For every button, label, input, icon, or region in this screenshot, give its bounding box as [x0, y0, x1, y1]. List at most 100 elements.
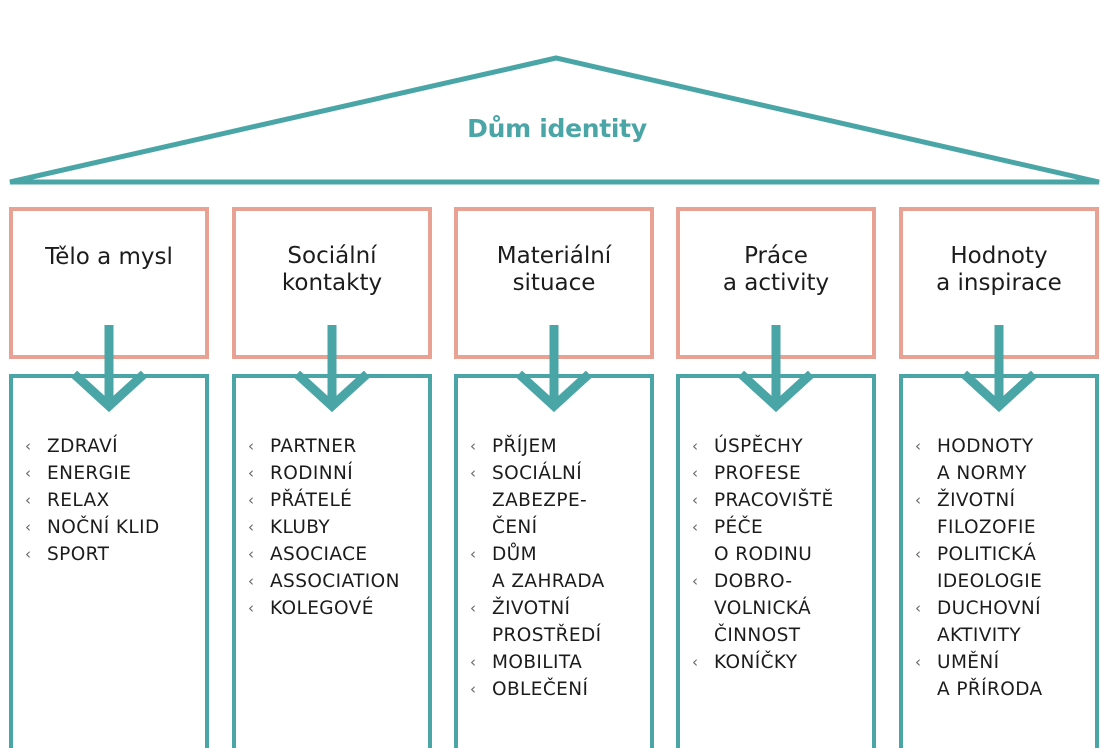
list-item-text: ÚSPĚCHY	[714, 436, 804, 457]
list-item-text: PROFESE	[714, 463, 802, 484]
list-item-text: ASSOCIATION	[270, 571, 400, 592]
pillar-heading-line: Tělo a mysl	[45, 244, 173, 270]
list-item-text: SPORT	[47, 544, 110, 565]
list-item: ‹ ŽIVOTNÍ PROSTŘEDÍ	[470, 595, 605, 649]
item-list: ‹ÚSPĚCHY‹PROFESE‹PRACOVIŠTĚ‹PÉČE O RODIN…	[692, 433, 834, 676]
list-item: ‹ DŮM A ZAHRADA	[470, 541, 605, 595]
list-item: ‹MOBILITA	[470, 649, 605, 676]
item-list: ‹PARTNER‹RODINNÍ‹PŘÁTELÉ‹KLUBY‹ASOCIACE‹…	[248, 433, 400, 622]
list-item-text: KOLEGOVÉ	[270, 598, 374, 619]
pillar-heading-line: situace	[512, 270, 596, 296]
pillar-heading-line: Sociální	[287, 243, 377, 269]
bullet-chevron-icon: ‹	[692, 572, 699, 590]
list-item: ‹ENERGIE	[25, 460, 160, 487]
list-item: ‹ DOBRO- VOLNICKÁ ČINNOST	[692, 568, 834, 649]
bullet-chevron-icon: ‹	[692, 437, 699, 455]
bullet-chevron-icon: ‹	[470, 680, 477, 698]
list-item-text: PŘÁTELÉ	[270, 490, 353, 511]
bullet-chevron-icon: ‹	[25, 545, 32, 563]
pillar-items-box	[899, 374, 1099, 748]
bullet-chevron-icon: ‹	[470, 545, 477, 563]
list-item-text: DŮM A ZAHRADA	[492, 544, 605, 592]
bullet-chevron-icon: ‹	[470, 437, 477, 455]
pillar-items-box	[454, 374, 654, 748]
list-item: ‹NOČNÍ KLID	[25, 514, 160, 541]
bullet-chevron-icon: ‹	[25, 518, 32, 536]
list-item-text: KLUBY	[270, 517, 331, 538]
list-item-text: DUCHOVNÍ AKTIVITY	[937, 598, 1042, 646]
pillar-heading-line: kontakty	[281, 270, 383, 296]
list-item: ‹PROFESE	[692, 460, 834, 487]
list-item: ‹ PŘÁTELÉ	[248, 487, 400, 514]
pillar-heading-line: Materiální	[496, 243, 612, 269]
list-item-text: SOCIÁLNÍ ZABEZPE- ČENÍ	[492, 463, 588, 538]
bullet-chevron-icon: ‹	[25, 491, 32, 509]
pillar-items-box	[676, 374, 876, 748]
list-item-text: ŽIVOTNÍ PROSTŘEDÍ	[492, 598, 602, 646]
list-item: ‹ SOCIÁLNÍ ZABEZPE- ČENÍ	[470, 460, 605, 541]
roof	[9, 55, 1100, 185]
pillar-heading-line: a inspirace	[936, 270, 1062, 296]
list-item: ‹ ZDRAVÍ	[25, 433, 160, 460]
bullet-chevron-icon: ‹	[915, 545, 922, 563]
list-item-text: POLITICKÁ IDEOLOGIE	[937, 544, 1043, 592]
list-item: ‹PRACOVIŠTĚ	[692, 487, 834, 514]
pillar-heading-line: Hodnoty	[950, 243, 1048, 269]
item-list: ‹ZDRAVÍ‹ENERGIE‹RELAX‹NOČNÍ KLID‹SPORT	[25, 433, 160, 568]
bullet-chevron-icon: ‹	[470, 599, 477, 617]
list-item-text: MOBILITA	[492, 652, 583, 673]
list-item: ‹ SPORT	[25, 541, 160, 568]
bullet-chevron-icon: ‹	[692, 518, 699, 536]
list-item: ‹PARTNER	[248, 433, 400, 460]
bullet-chevron-icon: ‹	[692, 653, 699, 671]
list-item: ‹ PŘÍJEM	[470, 433, 605, 460]
down-arrow-icon	[515, 325, 593, 413]
list-item-text: PRACOVIŠTĚ	[714, 490, 834, 511]
bullet-chevron-icon: ‹	[25, 437, 32, 455]
bullet-chevron-icon: ‹	[248, 491, 255, 509]
bullet-chevron-icon: ‹	[248, 599, 255, 617]
down-arrow-icon	[293, 325, 371, 413]
list-item: ‹ KONÍČKY	[692, 649, 834, 676]
down-arrow-icon	[70, 325, 148, 413]
bullet-chevron-icon: ‹	[248, 518, 255, 536]
bullet-chevron-icon: ‹	[470, 464, 477, 482]
list-item-text: ASOCIACE	[270, 544, 368, 565]
list-item-text: ENERGIE	[47, 463, 132, 484]
down-arrow-icon	[960, 325, 1038, 413]
list-item: ‹ KLUBY	[248, 514, 400, 541]
item-list: ‹ PŘÍJEM ‹ SOCIÁLNÍ ZABEZPE- ČENÍ ‹ DŮM A ZAH…	[470, 433, 605, 703]
pillar-heading-line: a activity	[722, 270, 830, 296]
pillar: Tělo a mysl‹ZDRAVÍ‹ENERGIE‹RELAX‹NOČNÍ K…	[9, 207, 209, 748]
bullet-chevron-icon: ‹	[248, 545, 255, 563]
pillar-heading-line: Práce	[744, 243, 808, 269]
list-item-text: UMĚNÍ A PŘÍRODA	[937, 652, 1043, 700]
list-item: ‹ POLITICKÁ IDEOLOGIE	[915, 541, 1043, 595]
list-item-text: ZDRAVÍ	[47, 436, 119, 457]
bullet-chevron-icon: ‹	[248, 437, 255, 455]
list-item: ‹ŽIVOTNÍ FILOZOFIE	[915, 487, 1043, 541]
list-item: ‹ ASOCIACE	[248, 541, 400, 568]
list-item: ‹OBLEČENÍ	[470, 676, 605, 703]
list-item: ‹ ÚSPĚCHY	[692, 433, 834, 460]
list-item-text: PŘÍJEM	[492, 436, 557, 457]
list-item-text: DOBRO- VOLNICKÁ ČINNOST	[714, 571, 812, 646]
list-item: ‹HODNOTY A NORMY	[915, 433, 1043, 487]
list-item: ‹RODINNÍ	[248, 460, 400, 487]
pillar-items-box	[232, 374, 432, 748]
roof-triangle	[9, 55, 1100, 185]
bullet-chevron-icon: ‹	[915, 599, 922, 617]
list-item-text: KONÍČKY	[714, 652, 798, 673]
house-title: Dům identity	[467, 114, 647, 143]
bullet-chevron-icon: ‹	[915, 653, 922, 671]
item-list: ‹HODNOTY A NORMY‹ŽIVOTNÍ FILOZOFIE ‹ POLIT…	[915, 433, 1043, 703]
